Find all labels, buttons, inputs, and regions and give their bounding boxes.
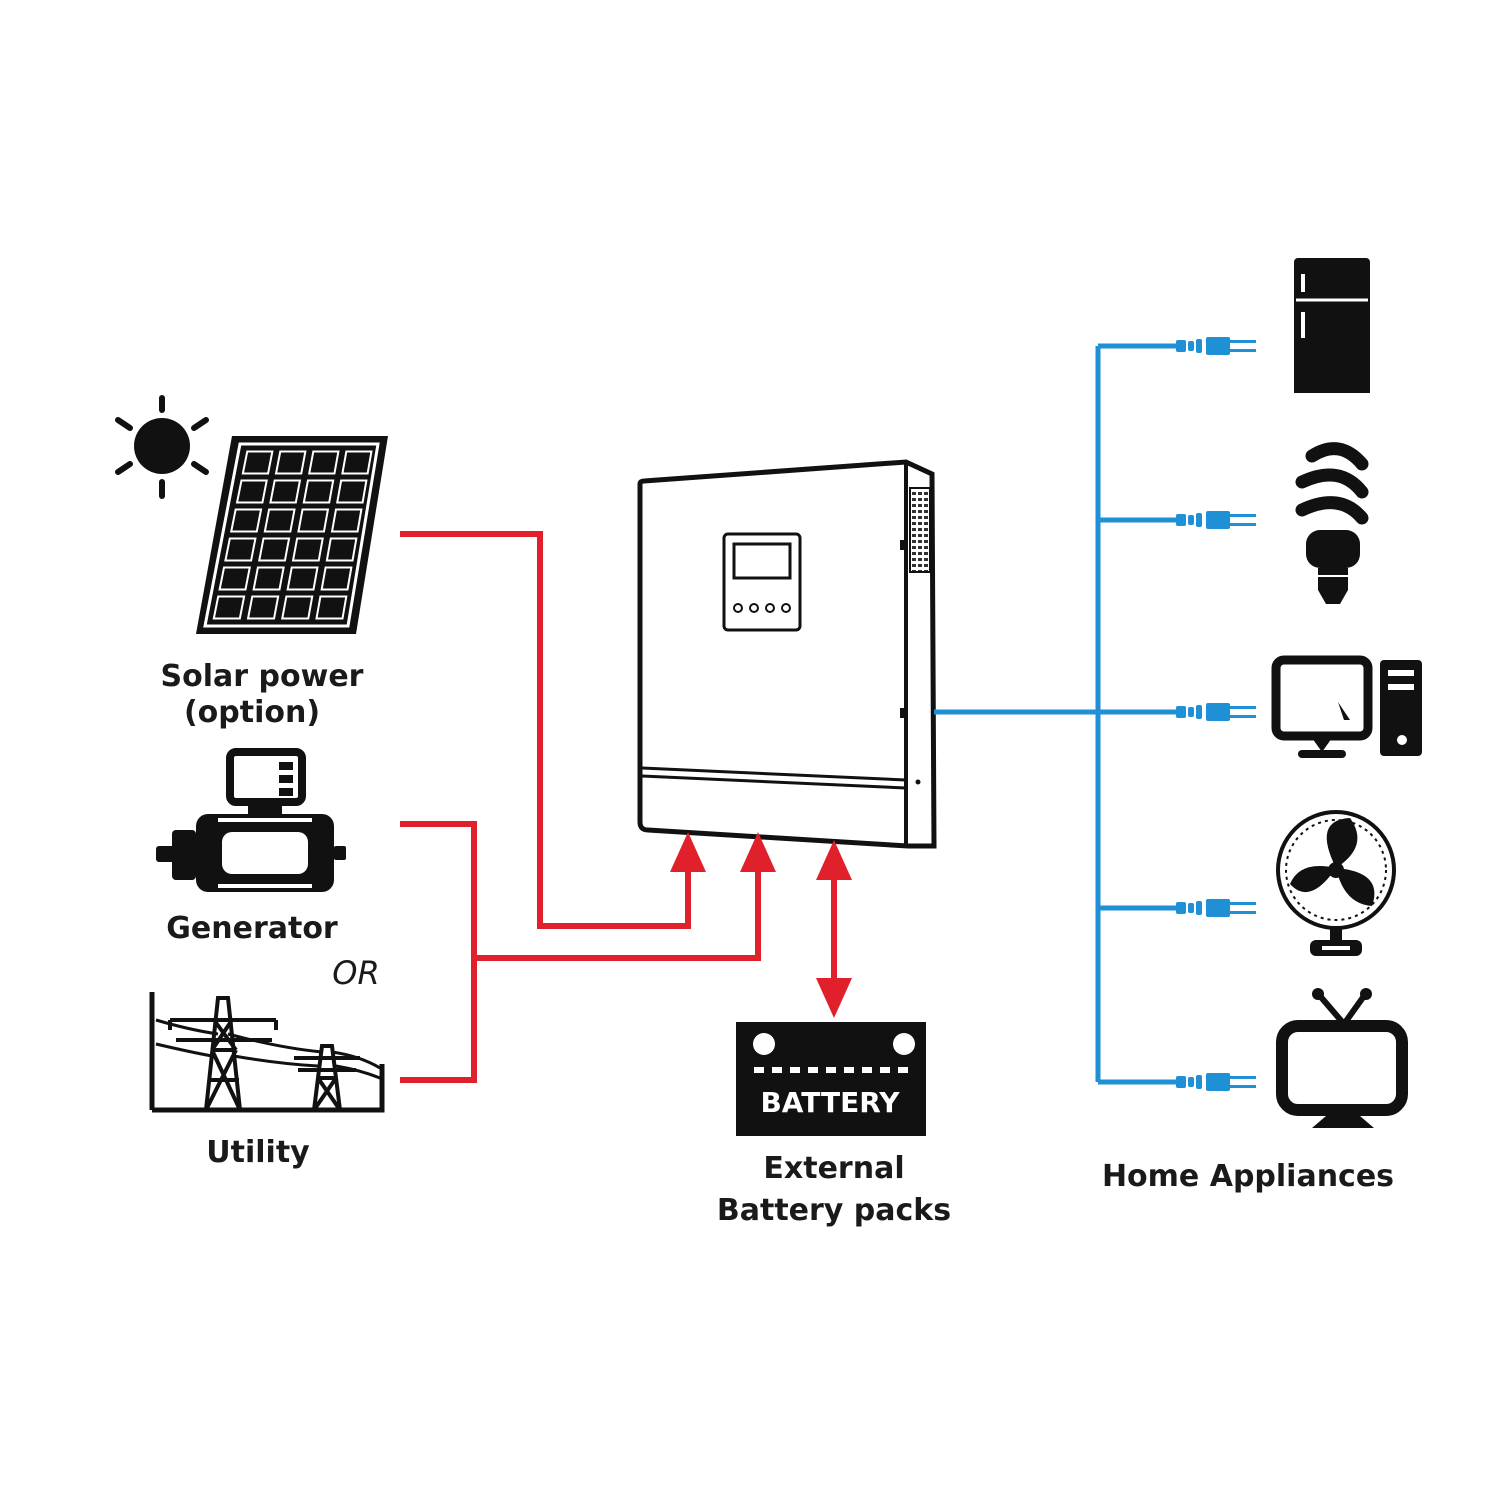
light-bulb-icon <box>1295 442 1369 604</box>
solar-cell <box>320 566 353 591</box>
solar-cell <box>246 595 280 620</box>
grid-input-line <box>474 862 761 961</box>
solar-arrow <box>670 832 706 872</box>
plug-icon <box>1176 899 1256 917</box>
solar-cell <box>252 566 285 591</box>
generator-icon <box>156 748 346 892</box>
battery-label-line2: Battery packs <box>717 1193 951 1228</box>
solar-cell <box>230 508 263 533</box>
solar-cell <box>281 595 314 620</box>
solar-input-line <box>400 531 691 929</box>
solar-cell <box>297 508 330 533</box>
power-tower-icon <box>149 992 385 1113</box>
solar-cell <box>341 450 373 475</box>
solar-cell <box>274 450 307 475</box>
plug-icon <box>1176 703 1256 721</box>
generator-arrow <box>740 832 776 872</box>
generator-input-line <box>400 821 477 1083</box>
or-label: OR <box>332 954 379 992</box>
solar-cell <box>315 595 348 620</box>
solar-cell <box>308 450 340 475</box>
solar-cell <box>241 450 274 475</box>
generator-label: Generator <box>166 911 338 946</box>
battery-icon: BATTERY <box>736 1022 926 1136</box>
plug-icon <box>1176 337 1256 355</box>
solar-cell <box>263 508 296 533</box>
solar-cell <box>258 537 291 562</box>
tv-icon <box>1276 988 1408 1128</box>
sun-icon <box>115 395 209 499</box>
plug-icon <box>1176 1073 1256 1091</box>
solar-cell <box>212 595 246 620</box>
inverter-icon <box>637 459 937 849</box>
fan-icon <box>1276 810 1396 956</box>
solar-cell <box>218 566 251 591</box>
appliances-label: Home Appliances <box>1102 1159 1394 1194</box>
solar-cell <box>224 537 257 562</box>
solar-cell <box>336 479 368 504</box>
computer-icon <box>1271 655 1422 758</box>
plug-icons <box>1176 337 1256 1091</box>
solar-cell <box>269 479 302 504</box>
output-connections <box>934 343 1178 1085</box>
battery-face-label: BATTERY <box>760 1086 900 1119</box>
input-connections <box>400 531 837 1083</box>
solar-cell <box>302 479 335 504</box>
refrigerator-icon <box>1294 258 1370 393</box>
battery-label-line1: External <box>763 1151 904 1186</box>
solar-cell <box>330 508 363 533</box>
input-arrowheads <box>670 832 852 1018</box>
battery-down-arrow <box>816 978 852 1018</box>
solar-cell <box>286 566 319 591</box>
solar-panel-icon <box>196 436 388 634</box>
battery-up-arrow <box>816 840 852 880</box>
utility-label: Utility <box>206 1135 310 1170</box>
solar-cell <box>291 537 324 562</box>
solar-label-line1: Solar power <box>161 659 364 694</box>
plug-icon <box>1176 511 1256 529</box>
solar-label-line2: (option) <box>184 695 320 730</box>
solar-cell <box>325 537 358 562</box>
solar-cell <box>235 479 268 504</box>
